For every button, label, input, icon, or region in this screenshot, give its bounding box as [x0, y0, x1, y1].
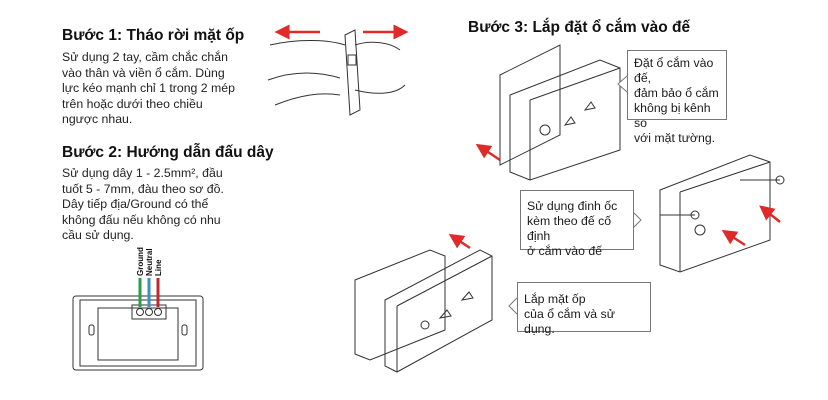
wire-label-ground: Ground — [136, 247, 145, 276]
text-line: Sử dụng dây 1 - 2.5mm², đầu — [62, 166, 223, 180]
arrow-screw-1 — [759, 205, 781, 223]
text-line: Sử dụng 2 tay, cầm chắc chắn — [62, 50, 228, 64]
text-line: Đặt ổ cắm vào đế, — [634, 56, 714, 85]
wire-label-neutral: Neutral — [145, 248, 154, 276]
text-line: tuốt 5 - 7mm, đàu theo sơ đồ. — [62, 181, 224, 196]
text-line: trên hoặc dưới theo chiều — [62, 96, 203, 111]
arrow-socket-1 — [475, 143, 501, 162]
text-line: không bị kênh so — [634, 101, 711, 130]
step2-title: Bước 2: Hướng dẫn đấu dây — [62, 144, 274, 161]
hands-removing-cover-illustration — [267, 29, 406, 116]
cover-mounting-illustration — [354, 249, 493, 373]
text-line: đảm bảo ổ cắm — [634, 86, 719, 100]
arrow-screw-2 — [721, 229, 746, 247]
step1-title: Bước 1: Tháo rời mặt ốp — [62, 27, 245, 44]
text-line: kèm theo đế cố định — [527, 214, 612, 243]
text-line: ở cắm vào đế — [527, 244, 603, 258]
text-line: ngược nhau. — [62, 112, 133, 126]
text-line: với mặt tường. — [634, 131, 716, 145]
screw-fixing-illustration — [659, 154, 785, 273]
text-line: vào thân và viền ổ cắm. Dùng — [62, 65, 225, 80]
wire-label-line: Line — [154, 259, 163, 276]
text-line: Sử dụng đinh ốc — [527, 199, 618, 213]
text-line: lực kéo mạnh chỉ 1 trong 2 mép — [62, 81, 235, 95]
callout-place-socket: Đặt ổ cắm vào đế, đảm bảo ổ cắm không bị… — [627, 50, 727, 145]
wiring-diagram — [72, 295, 204, 371]
callout-fix-screws: Sử dụng đinh ốc kèm theo đế cố định ở cắ… — [520, 190, 634, 258]
text-line: Dây tiếp địa/Ground có thể — [62, 197, 209, 211]
step3-title: Bước 3: Lắp đặt ổ cắm vào đế — [468, 19, 691, 36]
step1-description: Sử dụng 2 tay, cầm chắc chắn vào thân và… — [62, 50, 235, 128]
step2-description: Sử dụng dây 1 - 2.5mm², đầu tuốt 5 - 7mm… — [62, 166, 224, 244]
callout-mount-cover: Lắp mặt ốp của ổ cắm và sử dụng. — [517, 282, 651, 336]
text-line: không đấu nếu không có nhu — [62, 212, 221, 227]
text-line: của ổ cắm và sử dụng. — [524, 307, 615, 336]
text-line: cầu sử dụng. — [62, 228, 134, 242]
text-line: Lắp mặt ốp — [524, 292, 586, 306]
socket-into-box-illustration — [499, 44, 621, 181]
arrow-cover — [448, 233, 471, 250]
